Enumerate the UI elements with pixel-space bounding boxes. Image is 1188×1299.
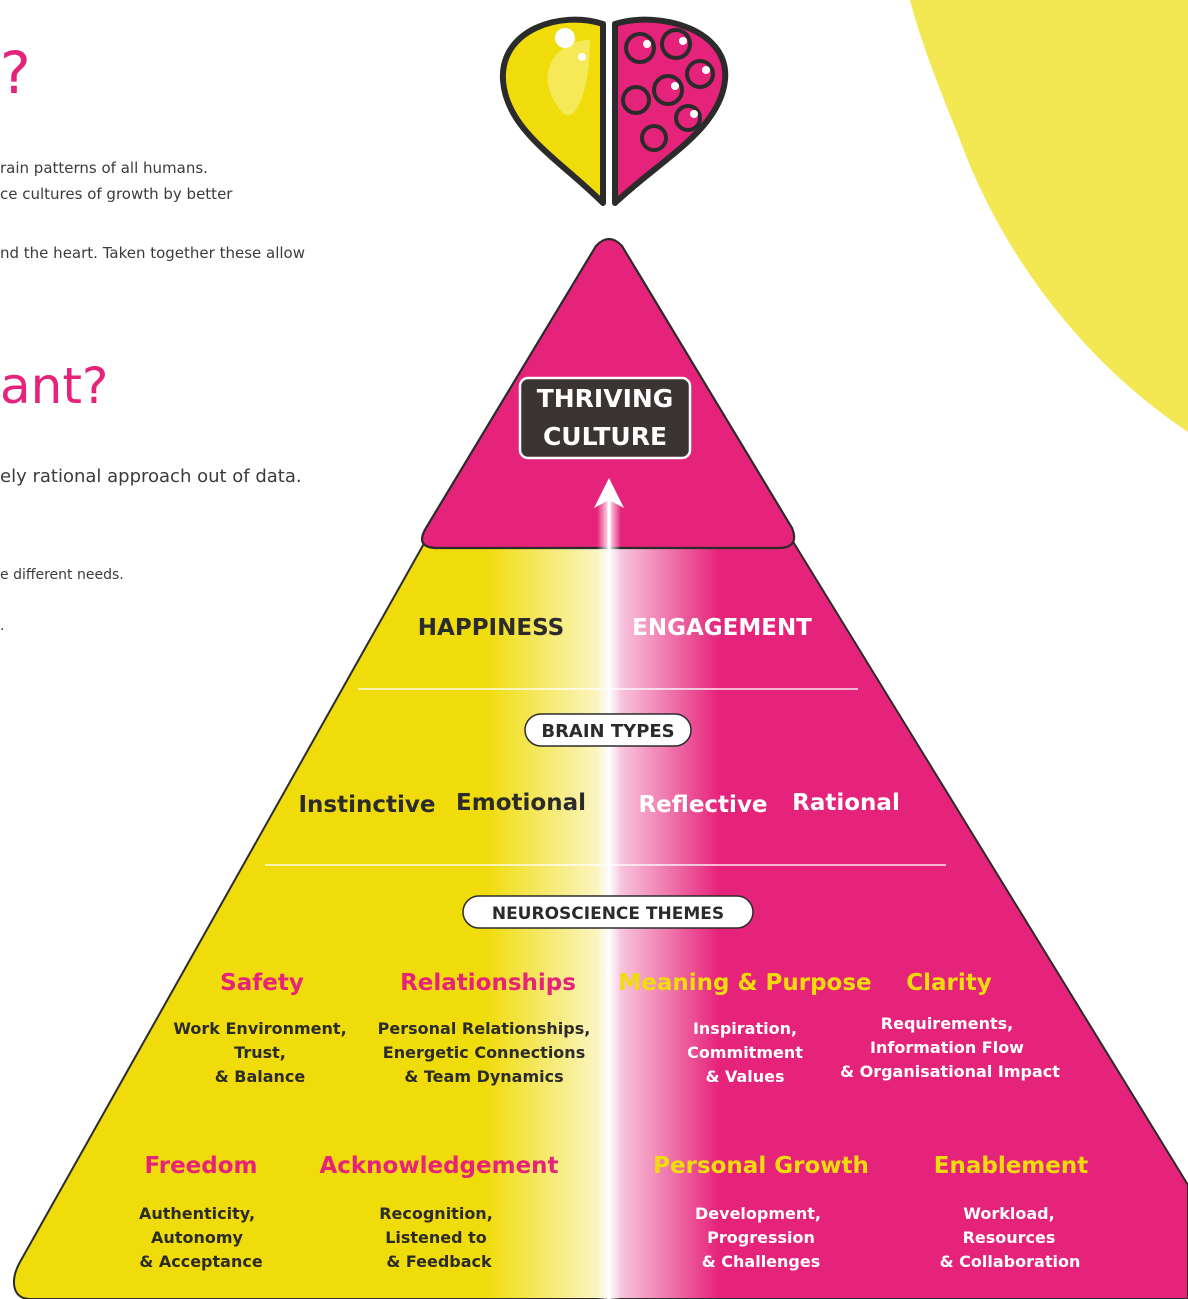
theme-safety-line-1: Work Environment,	[173, 1019, 346, 1038]
theme-relationships-line-2: Energetic Connections	[383, 1043, 585, 1062]
theme-clarity-line-1: Requirements,	[881, 1014, 1013, 1033]
intro-paragraph-line-3: nd the heart. Taken together these allow	[0, 244, 305, 262]
theme-personal-growth-line-2: Progression	[707, 1228, 815, 1247]
theme-freedom-line-3: & Acceptance	[139, 1252, 263, 1271]
theme-acknowledgement-line-2: Listened to	[385, 1228, 487, 1247]
theme-meaning-purpose-line-3: & Values	[705, 1067, 784, 1086]
question-heading-2: ant?	[0, 357, 109, 415]
culture-label: CULTURE	[543, 422, 667, 451]
theme-enablement-title: Enablement	[934, 1153, 1089, 1179]
thriving-label: THRIVING	[537, 384, 674, 413]
intro-paragraph-line-2: ce cultures of growth by better	[0, 185, 233, 203]
theme-acknowledgement-title: Acknowledgement	[319, 1153, 558, 1179]
theme-meaning-purpose-line-1: Inspiration,	[693, 1019, 797, 1038]
brain-type-reflective: Reflective	[638, 792, 767, 818]
theme-personal-growth-title: Personal Growth	[653, 1153, 869, 1179]
theme-personal-growth-line-1: Development,	[695, 1204, 821, 1223]
theme-freedom-title: Freedom	[144, 1153, 257, 1179]
happiness-label: HAPPINESS	[418, 615, 564, 641]
theme-freedom-line-2: Autonomy	[151, 1228, 243, 1247]
theme-enablement-line-3: & Collaboration	[940, 1252, 1081, 1271]
theme-freedom-line-1: Authenticity,	[139, 1204, 255, 1223]
theme-acknowledgement-line-1: Recognition,	[379, 1204, 493, 1223]
heart-brain-icon	[499, 16, 729, 206]
theme-meaning-purpose-line-2: Commitment	[687, 1043, 803, 1062]
question-heading-1: ?	[0, 39, 31, 107]
theme-relationships-title: Relationships	[400, 970, 576, 996]
theme-safety-line-3: & Balance	[215, 1067, 306, 1086]
theme-clarity-line-3: & Organisational Impact	[840, 1062, 1060, 1081]
theme-meaning-purpose-title: Meaning & Purpose	[618, 970, 871, 996]
theme-enablement-line-1: Workload,	[963, 1204, 1054, 1223]
theme-relationships-line-1: Personal Relationships,	[378, 1019, 591, 1038]
decorative-yellow-blob	[910, 0, 1188, 432]
neuroscience-themes-label: NEUROSCIENCE THEMES	[492, 904, 724, 924]
theme-acknowledgement-line-3: & Feedback	[386, 1252, 492, 1271]
theme-safety-title: Safety	[220, 970, 304, 996]
brain-type-instinctive: Instinctive	[299, 792, 436, 818]
theme-safety-line-2: Trust,	[234, 1043, 286, 1062]
brain-type-rational: Rational	[792, 790, 900, 816]
needs-paragraph-line: e different needs.	[0, 567, 124, 583]
engagement-label: ENGAGEMENT	[632, 615, 812, 641]
theme-clarity-title: Clarity	[906, 970, 992, 996]
brain-types-pill: BRAIN TYPES	[524, 713, 692, 747]
theme-relationships-line-3: & Team Dynamics	[404, 1067, 563, 1086]
body-paragraph-line: ely rational approach out of data.	[0, 466, 302, 487]
upward-arrow-icon	[594, 478, 624, 508]
brain-types-label: BRAIN TYPES	[541, 721, 674, 742]
theme-clarity-line-2: Information Flow	[870, 1038, 1024, 1057]
thriving-culture-badge: THRIVING CULTURE	[518, 376, 692, 460]
theme-personal-growth-line-3: & Challenges	[702, 1252, 821, 1271]
trailing-paragraph-line: .	[0, 618, 5, 634]
neuroscience-themes-pill: NEUROSCIENCE THEMES	[462, 895, 754, 929]
brain-type-emotional: Emotional	[456, 790, 586, 816]
theme-enablement-line-2: Resources	[963, 1228, 1056, 1247]
intro-paragraph-line-1: rain patterns of all humans.	[0, 159, 208, 177]
